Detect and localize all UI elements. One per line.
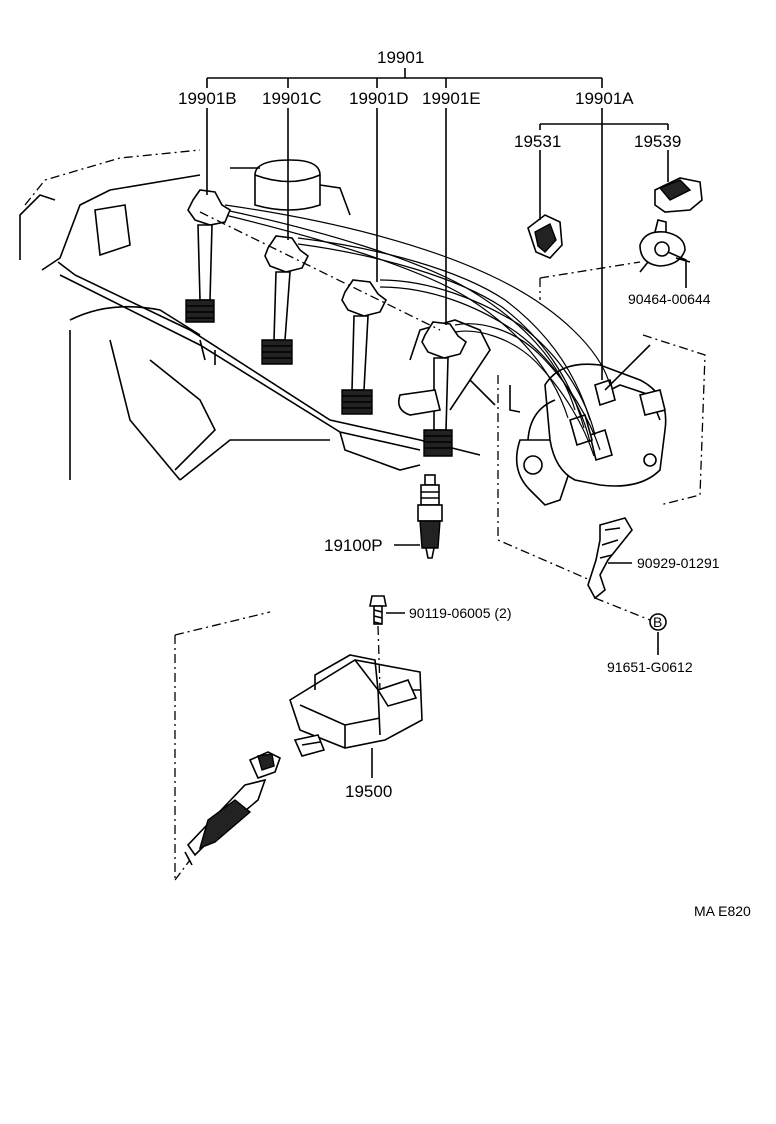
label-clamp-1: 19531 bbox=[514, 132, 561, 151]
label-ref-b: B bbox=[653, 614, 662, 630]
leader-lines bbox=[206, 68, 687, 778]
label-cord-e: 19901E bbox=[422, 89, 481, 108]
ref-circle-b bbox=[649, 613, 667, 631]
guide-lines bbox=[174, 211, 706, 881]
cord-clamp-90929 bbox=[587, 517, 633, 600]
label-figure-code: MA E820 bbox=[694, 903, 751, 919]
label-ignition-coil: 19500 bbox=[345, 782, 392, 801]
plug-cord-b bbox=[185, 189, 231, 323]
label-clamp-3: 90929-01291 bbox=[637, 555, 720, 571]
plug-cord-d bbox=[341, 279, 388, 415]
ignition-cords bbox=[224, 204, 611, 457]
cord-clamp-19531 bbox=[527, 214, 563, 259]
label-cord-b: 19901B bbox=[178, 89, 237, 108]
label-bolt-b: 91651-G0612 bbox=[607, 659, 693, 675]
label-clamp-bracket: 90464-00644 bbox=[628, 291, 711, 307]
cord-clamp-19539 bbox=[654, 177, 703, 213]
label-cord-d: 19901D bbox=[349, 89, 409, 108]
bolt-90119 bbox=[369, 595, 387, 625]
part-labels: 19901 19901B 19901C 19901D 19901E 19901A… bbox=[178, 48, 751, 919]
label-clamp-2: 19539 bbox=[634, 132, 681, 151]
label-main-set: 19901 bbox=[377, 48, 424, 67]
label-bolt: 90119-06005 (2) bbox=[409, 605, 511, 621]
label-cord-a: 19901A bbox=[575, 89, 634, 108]
plug-cord-c bbox=[261, 235, 310, 365]
ignition-coil bbox=[184, 654, 423, 866]
distributor bbox=[509, 344, 667, 506]
label-cord-c: 19901C bbox=[262, 89, 322, 108]
plug-cord-e bbox=[397, 321, 468, 457]
clamp-bracket-90464 bbox=[639, 219, 691, 273]
spark-plug bbox=[417, 474, 443, 559]
label-spark-plug: 19100P bbox=[324, 536, 383, 555]
